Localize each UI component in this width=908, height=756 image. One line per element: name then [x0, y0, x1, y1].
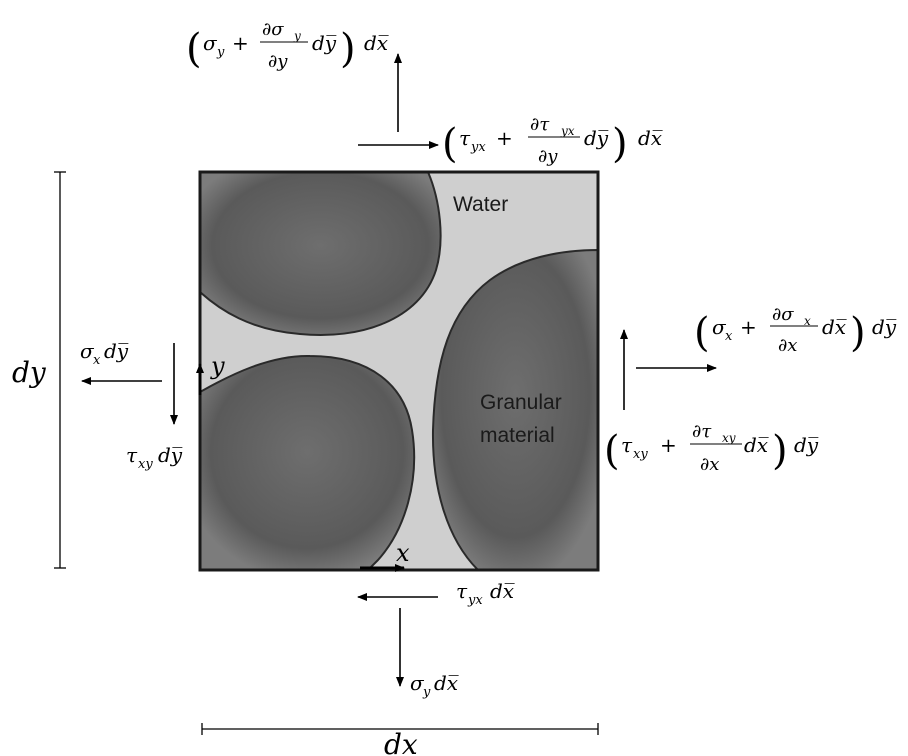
svg-text:+: +: [740, 315, 757, 339]
svg-text:yx: yx: [560, 124, 575, 138]
water-label: Water: [453, 193, 508, 216]
svg-text:dy̅: dy̅: [158, 443, 183, 467]
svg-text:σ: σ: [410, 671, 425, 695]
svg-text:(: (: [604, 428, 620, 474]
dimension-dx: dx: [201, 723, 599, 756]
svg-text:y: y: [216, 45, 225, 60]
top-shear-force-label: ( τ yx + ∂τ yx ∂y dy̅ ) dx̅: [442, 114, 663, 167]
svg-text:(: (: [694, 310, 710, 356]
grain-top-left: [200, 172, 442, 336]
svg-text:(: (: [442, 121, 458, 167]
svg-text:dx̅: dx̅: [490, 579, 515, 603]
right-shear-force-label: ( τ xy + ∂τ xy ∂x dx̅ ) dy̅: [604, 421, 819, 475]
svg-text:∂y: ∂y: [268, 51, 288, 72]
svg-text:σ: σ: [80, 339, 95, 363]
svg-text:yx: yx: [470, 140, 486, 155]
material-label: material: [480, 424, 555, 447]
x-axis-label: x: [396, 539, 410, 567]
dy-label: dy: [12, 356, 47, 389]
svg-text:dy̅: dy̅: [584, 126, 609, 150]
svg-text:): ): [340, 26, 356, 72]
bottom-normal-force-label: σ y dx̅: [410, 671, 459, 700]
grain-right: [431, 248, 598, 570]
svg-text:+: +: [496, 126, 513, 150]
svg-text:xy: xy: [138, 457, 153, 472]
y-axis-label: y: [210, 352, 225, 380]
svg-text:∂x: ∂x: [700, 454, 719, 475]
svg-text:dx̅: dx̅: [638, 126, 663, 150]
svg-text:dy̅: dy̅: [872, 315, 897, 339]
svg-text:x: x: [93, 353, 101, 368]
svg-text:dx̅: dx̅: [434, 671, 459, 695]
svg-text:dx̅: dx̅: [822, 315, 847, 339]
top-normal-force-label: ( σ y + ∂σ y ∂y dy̅ ) dx̅: [186, 19, 389, 72]
left-shear-force-label: τ xy dy̅: [126, 443, 183, 472]
svg-text:∂τ: ∂τ: [530, 114, 550, 135]
svg-text:∂σ: ∂σ: [772, 304, 794, 325]
svg-text:): ): [772, 428, 788, 474]
svg-text:xy: xy: [633, 447, 648, 462]
svg-text:dy̅: dy̅: [104, 339, 129, 363]
svg-text:dy̅: dy̅: [312, 31, 337, 55]
svg-text:xy: xy: [722, 431, 736, 445]
local-axes: x y: [196, 352, 410, 572]
svg-text:y: y: [293, 29, 301, 43]
svg-text:+: +: [660, 433, 677, 457]
svg-text:dy̅: dy̅: [794, 433, 819, 457]
svg-text:∂x: ∂x: [778, 335, 797, 356]
svg-text:∂y: ∂y: [538, 146, 558, 167]
svg-text:(: (: [186, 26, 202, 72]
bottom-shear-force-label: τ yx dx̅: [456, 579, 515, 608]
svg-text:y: y: [422, 685, 431, 700]
svg-text:σ: σ: [203, 31, 218, 55]
left-normal-force-label: σ x dy̅: [80, 339, 129, 368]
svg-text:x: x: [804, 314, 811, 328]
svg-text:x: x: [725, 329, 733, 344]
dimension-dy: dy: [12, 171, 66, 569]
svg-text:τ: τ: [456, 579, 468, 603]
dx-label: dx: [384, 728, 418, 756]
svg-text:): ): [612, 121, 628, 167]
svg-text:∂τ: ∂τ: [692, 421, 712, 442]
svg-text:dx̅: dx̅: [364, 31, 389, 55]
svg-text:τ: τ: [459, 126, 471, 150]
svg-text:σ: σ: [712, 315, 727, 339]
svg-text:): ): [850, 310, 866, 356]
svg-text:τ: τ: [621, 433, 633, 457]
svg-text:∂σ: ∂σ: [262, 19, 284, 40]
granular-label: Granular: [480, 391, 562, 414]
svg-text:+: +: [232, 31, 249, 55]
right-normal-force-label: ( σ x + ∂σ x ∂x dx̅ ) dy̅: [694, 304, 897, 356]
svg-text:yx: yx: [467, 593, 483, 608]
grain-bottom-left: [200, 354, 416, 570]
svg-text:dx̅: dx̅: [744, 433, 769, 457]
svg-text:τ: τ: [126, 443, 138, 467]
element-box: Water Granular material: [198, 170, 600, 572]
force-arrows: [81, 53, 717, 687]
